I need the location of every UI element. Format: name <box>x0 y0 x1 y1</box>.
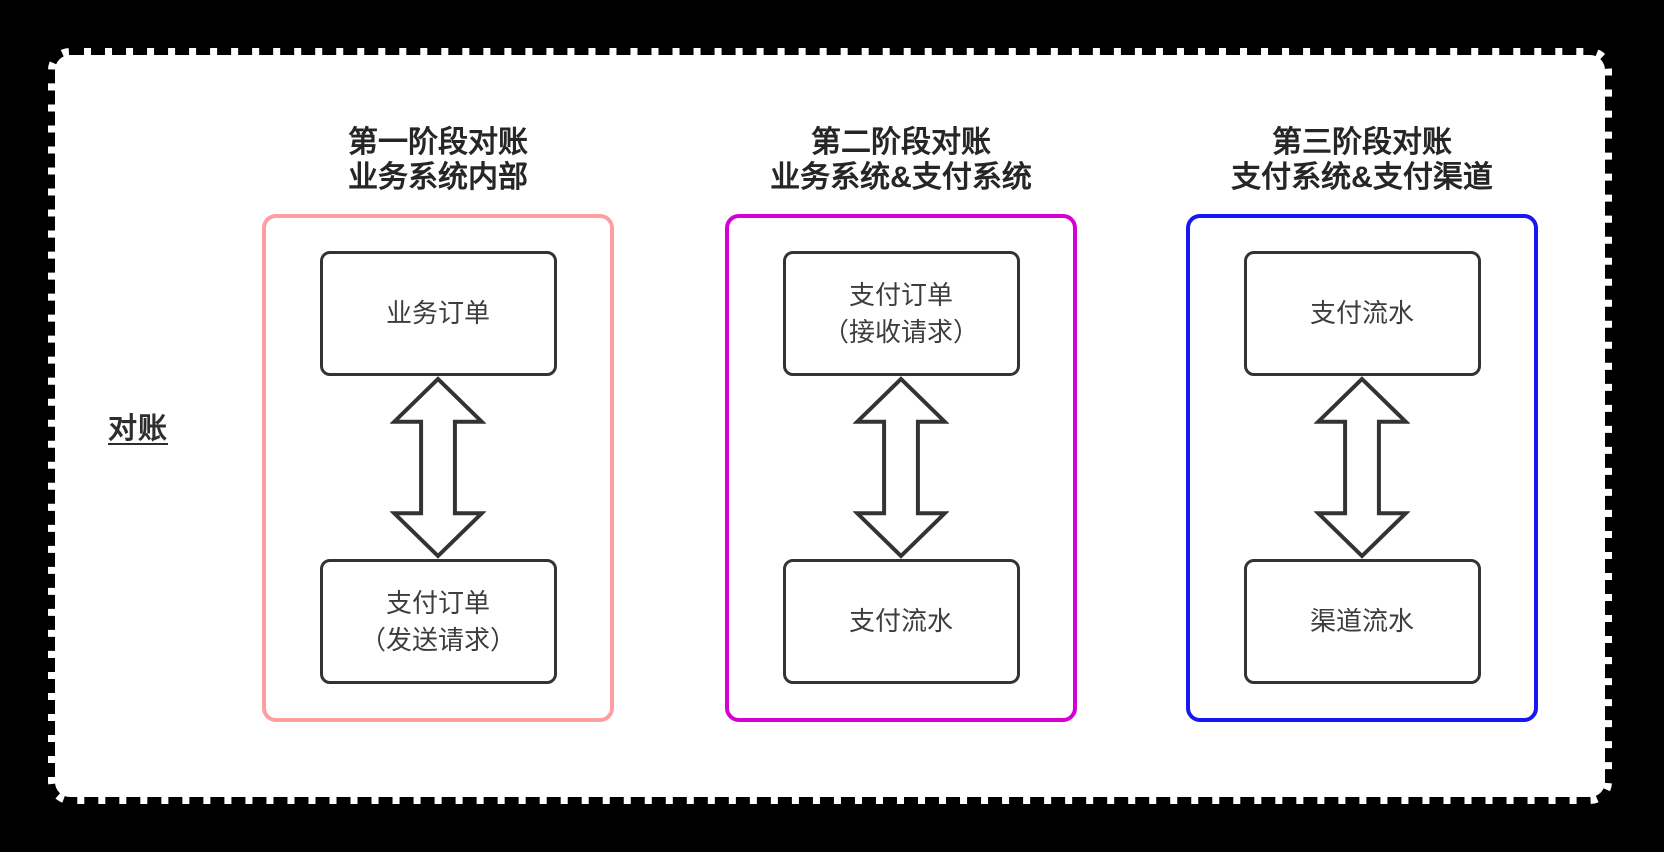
stage-column-3: 第三阶段对账 支付系统&支付渠道 支付流水 渠道流水 <box>1186 125 1538 722</box>
node-top: 支付流水 <box>1243 251 1481 376</box>
stage-column-2: 第二阶段对账 业务系统&支付系统 支付订单 （接收请求） 支付流水 <box>725 125 1077 722</box>
stage-title: 第一阶段对账 业务系统内部 <box>348 125 528 195</box>
stage-title-line2: 业务系统&支付系统 <box>770 161 1032 194</box>
node-top: 业务订单 <box>319 251 557 376</box>
node-top: 支付订单 （接收请求） <box>782 251 1020 376</box>
node-text-line1: 支付订单 <box>385 587 490 618</box>
stage-title-line1: 第一阶段对账 <box>348 126 528 159</box>
stage-title-line1: 第三阶段对账 <box>1271 126 1452 159</box>
reconcile-label: 对账 <box>108 413 169 445</box>
node-text-line1: 渠道流水 <box>1309 606 1414 636</box>
double-arrow-icon <box>853 376 949 559</box>
node-text-line2: （发送请求） <box>359 624 516 655</box>
stage-title: 第二阶段对账 业务系统&支付系统 <box>770 125 1032 195</box>
stage-title-line2: 业务系统内部 <box>348 161 528 194</box>
stage-frame: 支付订单 （接收请求） 支付流水 <box>725 214 1077 722</box>
node-text-line1: 支付流水 <box>848 606 953 636</box>
node-text-line1: 业务订单 <box>385 298 490 328</box>
stage-frame: 业务订单 支付订单 （发送请求） <box>262 214 614 722</box>
node-bottom: 支付流水 <box>782 559 1020 684</box>
stage-title: 第三阶段对账 支付系统&支付渠道 <box>1231 125 1493 195</box>
node-text-line1: 支付订单 <box>848 279 953 310</box>
double-arrow-icon <box>1314 376 1410 559</box>
stage-title-line1: 第二阶段对账 <box>810 126 991 159</box>
double-arrow-icon <box>390 376 486 559</box>
stage-column-1: 第一阶段对账 业务系统内部 业务订单 支付订单 （发送请求） <box>262 125 614 722</box>
node-bottom: 渠道流水 <box>1243 559 1481 684</box>
node-bottom: 支付订单 （发送请求） <box>319 559 557 684</box>
stage-frame: 支付流水 渠道流水 <box>1186 214 1538 722</box>
node-text-line1: 支付流水 <box>1309 298 1414 328</box>
node-text-line2: （接收请求） <box>822 316 979 347</box>
stage-title-line2: 支付系统&支付渠道 <box>1231 161 1493 194</box>
diagram-panel: 对账 第一阶段对账 业务系统内部 业务订单 支付订单 （发送请求） 第二阶段对账… <box>48 48 1612 804</box>
